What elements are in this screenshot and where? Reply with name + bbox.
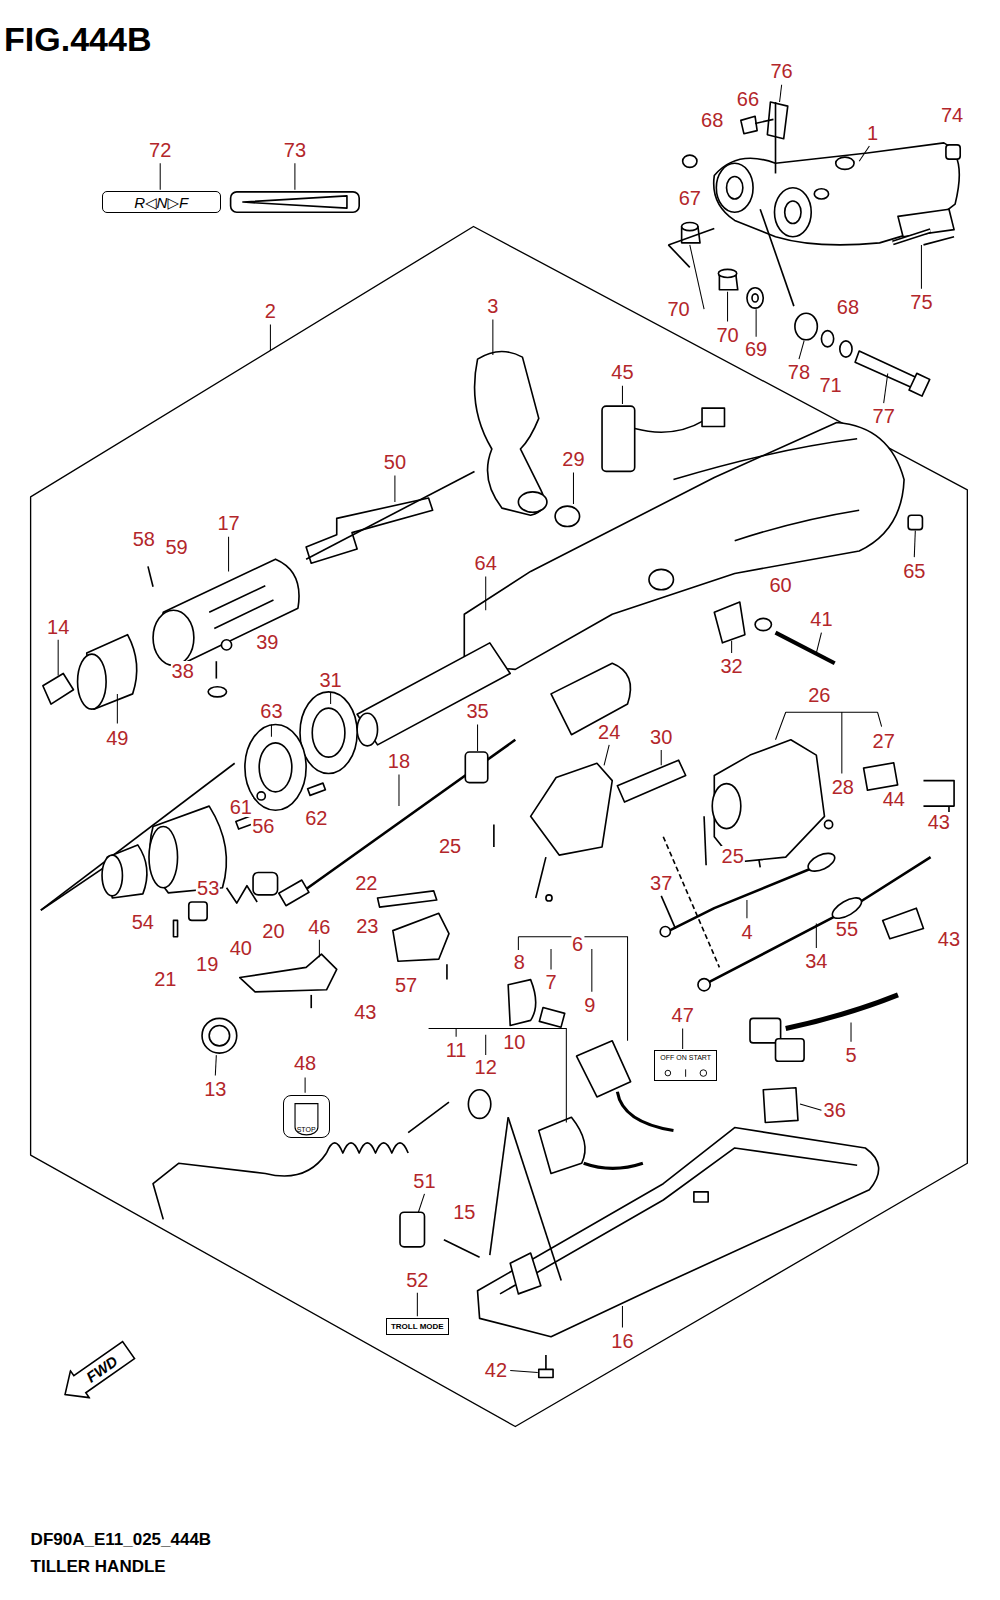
callout-number: 56 — [251, 816, 275, 836]
callout-number: 43 — [937, 929, 961, 949]
callout-number: 49 — [105, 728, 129, 748]
callout-number: 26 — [807, 685, 831, 705]
callout-number: 71 — [818, 375, 842, 395]
callout-number: 21 — [153, 969, 177, 989]
figure-title: FIG.444B — [4, 22, 151, 56]
callout-number: 34 — [804, 951, 828, 971]
callout-number: 20 — [261, 921, 285, 941]
callout-number: 60 — [768, 575, 792, 595]
callout-number: 76 — [770, 61, 794, 81]
decal-text: STOP — [297, 1126, 316, 1133]
stop-decal: STOP — [283, 1095, 330, 1138]
callout-number: 48 — [293, 1053, 317, 1073]
callout-number: 17 — [216, 513, 240, 533]
callout-number: 63 — [259, 701, 283, 721]
callout-number: 47 — [671, 1005, 695, 1025]
callout-number: 29 — [561, 449, 585, 469]
callout-number: 14 — [46, 617, 70, 637]
callout-number: 58 — [132, 529, 156, 549]
switch-decal: OFF ON START — [654, 1050, 717, 1081]
callout-number: 39 — [255, 632, 279, 652]
callout-number: 15 — [452, 1202, 476, 1222]
callout-number: 55 — [835, 919, 859, 939]
callout-number: 16 — [610, 1331, 634, 1351]
callout-number: 45 — [610, 362, 634, 382]
callout-number: 54 — [131, 912, 155, 932]
callout-number: 70 — [715, 325, 739, 345]
callout-number: 65 — [902, 561, 926, 581]
callout-number: 18 — [387, 751, 411, 771]
callout-number: 11 — [445, 1040, 468, 1060]
callout-number: 7 — [544, 972, 557, 992]
callout-number: 42 — [484, 1360, 508, 1380]
callout-number: 24 — [597, 722, 621, 742]
callout-number: 67 — [678, 188, 702, 208]
callout-number: 68 — [700, 110, 724, 130]
callout-number: 57 — [394, 975, 418, 995]
callout-number: 4 — [740, 922, 753, 942]
callout-number: 68 — [836, 297, 860, 317]
callout-number: 44 — [882, 789, 906, 809]
callout-number: 37 — [649, 873, 673, 893]
decal-text: R◁N▷F — [134, 195, 188, 210]
callout-number: 31 — [318, 670, 342, 690]
caption-text: DF90A_E11_025_444B — [31, 1531, 212, 1548]
callout-number: 52 — [405, 1270, 429, 1290]
callout-number: 64 — [474, 553, 498, 573]
callout-number: 50 — [383, 452, 407, 472]
callout-number: 10 — [502, 1032, 526, 1052]
callout-number: 32 — [720, 656, 744, 676]
callout-number: 53 — [196, 878, 220, 898]
callout-number: 59 — [164, 537, 188, 557]
callout-number: 1 — [866, 123, 879, 143]
callout-number: 74 — [940, 105, 964, 125]
callout-number: 23 — [355, 916, 379, 936]
callout-number: 3 — [486, 296, 499, 316]
callout-number: 77 — [872, 406, 896, 426]
callout-number: 25 — [438, 836, 462, 856]
callout-number: 19 — [195, 954, 219, 974]
callout-number: 73 — [283, 140, 307, 160]
callout-number: 13 — [203, 1079, 227, 1099]
callout-number: 40 — [229, 938, 253, 958]
caption-text: TILLER HANDLE — [31, 1558, 166, 1575]
callout-number: 38 — [171, 661, 195, 681]
shift-decal: R◁N▷F — [102, 191, 221, 213]
callout-number: 61 — [229, 797, 253, 817]
callout-number: 43 — [353, 1002, 377, 1022]
callout-number: 51 — [412, 1171, 436, 1191]
callout-number: 9 — [583, 995, 596, 1015]
troll-mode-decal: TROLL MODE — [386, 1318, 449, 1335]
forward-arrow: FWD — [54, 1335, 139, 1409]
callout-number: 72 — [148, 140, 172, 160]
callout-number: 62 — [304, 808, 328, 828]
callout-number: 28 — [831, 777, 855, 797]
callout-number: 2 — [264, 301, 277, 321]
callout-number: 6 — [571, 934, 584, 954]
callout-number: 12 — [474, 1057, 498, 1077]
callout-number: 5 — [844, 1045, 857, 1065]
callout-number: 35 — [465, 701, 489, 721]
callout-number: 46 — [307, 917, 331, 937]
callout-number: 69 — [744, 339, 768, 359]
callout-number: 66 — [736, 89, 760, 109]
decal-text: OFF ON START — [660, 1054, 711, 1061]
callout-number: 70 — [666, 299, 690, 319]
callout-number: 75 — [909, 292, 933, 312]
callout-number: 22 — [354, 873, 378, 893]
callout-number: 41 — [809, 609, 833, 629]
callout-number: 8 — [513, 952, 526, 972]
callout-number: 27 — [872, 731, 896, 751]
callout-number: 25 — [721, 846, 745, 866]
decal-text: TROLL MODE — [391, 1323, 444, 1331]
callout-number: 43 — [927, 812, 951, 832]
callout-number: 78 — [787, 362, 811, 382]
callout-number: 36 — [823, 1100, 847, 1120]
callout-number: 30 — [649, 727, 673, 747]
